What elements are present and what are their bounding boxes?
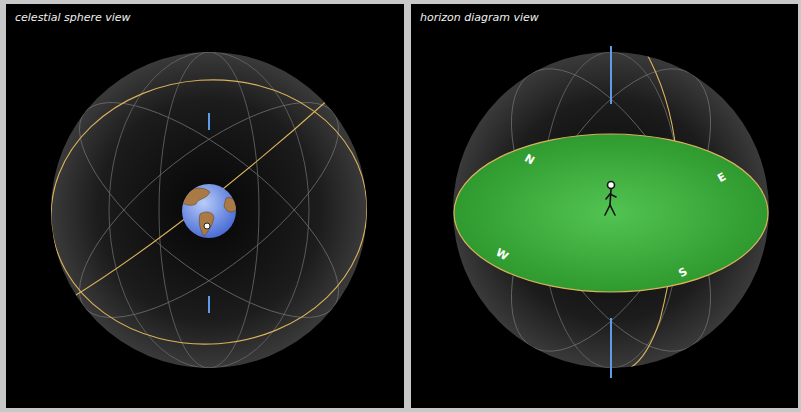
panel-ground [411,4,798,408]
panel-title: celestial sphere view [15,11,131,24]
earth-globe [182,184,236,238]
horizon-plane: NEWS [453,133,769,293]
horizon-disk-shape [453,133,769,293]
panel-ground [6,4,404,408]
view-panel: NEWS horizon diagram view [411,4,798,408]
panel-title: horizon diagram view [420,11,539,24]
celestial-sphere [42,52,376,368]
horizon-sphere [453,38,769,382]
view-panel: celestial sphere view [6,4,404,408]
